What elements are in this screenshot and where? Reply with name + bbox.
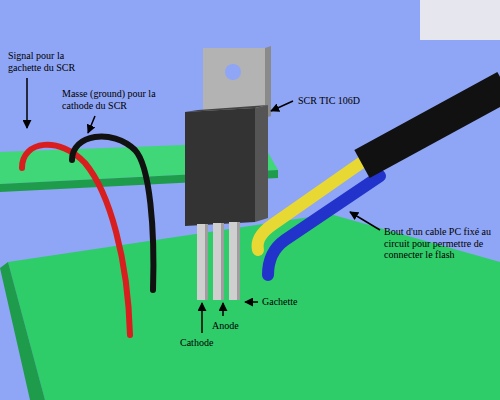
- scr-tab-hole: [225, 64, 241, 80]
- scr-leg-shade: [237, 222, 240, 300]
- leader-line: [88, 116, 95, 133]
- scr-leg-shade: [221, 223, 224, 300]
- leader-line: [222, 303, 224, 316]
- part-label: Cathode: [180, 337, 213, 349]
- scr-leg-shade: [205, 224, 208, 300]
- scr-leg-cathode: [197, 224, 208, 300]
- pc-cable: [362, 86, 500, 164]
- leader-line: [26, 78, 28, 128]
- leader-line: [350, 212, 380, 230]
- black-wire: [72, 137, 153, 290]
- part-label: SCR TIC 106D: [298, 95, 360, 107]
- scr-leg-anode: [213, 223, 224, 300]
- leader-line: [245, 301, 258, 303]
- main-board-edge: [0, 262, 45, 400]
- leader-line: [271, 101, 293, 111]
- background-block: [420, 0, 500, 40]
- part-label: Signal pour la gachette du SCR: [8, 50, 93, 73]
- part-label: Bout d'un cable PC fixé au circuit pour …: [384, 226, 496, 261]
- red-wire: [22, 145, 130, 335]
- blue-wire: [268, 176, 380, 275]
- yellow-wire: [258, 158, 368, 250]
- part-label: Masse (ground) pour la cathode du SCR: [62, 88, 174, 111]
- scr-leg-gate: [229, 222, 240, 300]
- scr-body: [185, 108, 255, 226]
- leader-line: [201, 303, 203, 333]
- scr-body-side: [255, 105, 268, 222]
- leader-lines: [27, 78, 380, 333]
- part-label: Anode: [212, 320, 239, 332]
- part-label: Gachette: [262, 296, 298, 308]
